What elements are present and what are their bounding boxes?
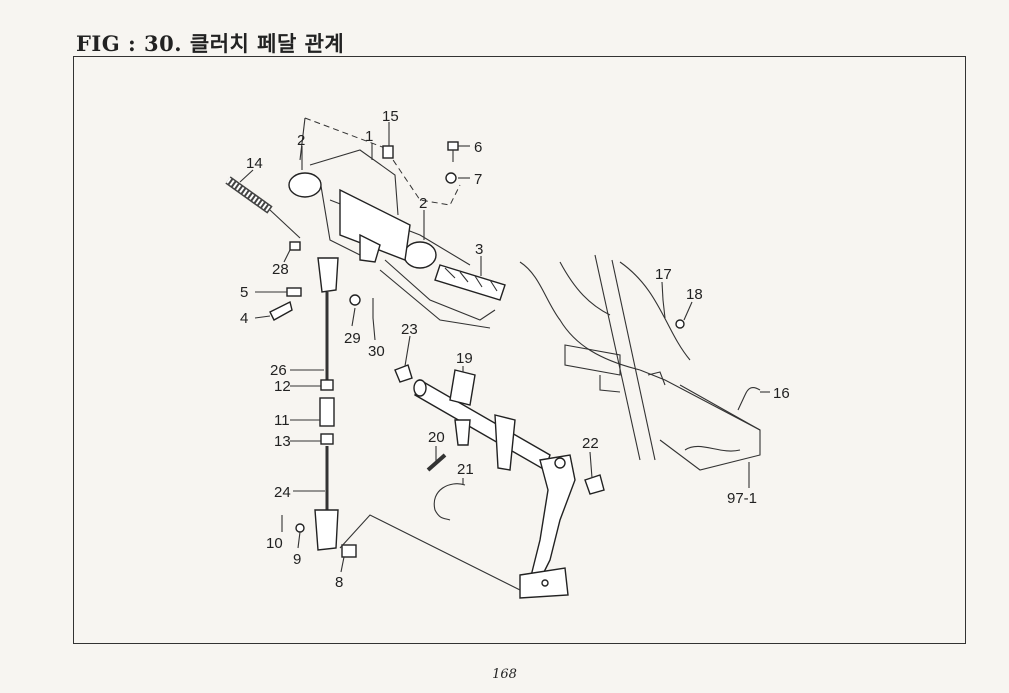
callout-17: 17 [655,266,672,283]
nut-7 [445,172,457,184]
grease-nipple-15 [382,145,394,159]
bushing-left [288,172,322,198]
bolt-6 [447,141,459,162]
pedal-shaft-assembly [288,117,496,329]
callout-20: 20 [428,429,445,446]
leader-lines [239,122,770,573]
callout-10: 10 [266,535,283,552]
pedal-link-line [339,514,521,591]
bolt-22 [584,474,605,495]
callout-7: 7 [474,171,482,188]
clutch-pedal-arm [519,454,576,599]
page-number: 168 [492,667,517,682]
bushing-right [403,241,437,269]
spring-14 [225,176,301,239]
callout-24: 24 [274,484,291,501]
spring-16 [737,386,761,411]
chassis-frame [519,254,761,471]
callout-11: 11 [274,412,290,429]
pin-20 [426,453,447,472]
callout-12: 12 [274,378,291,395]
callout-16: 16 [773,385,790,402]
diagram-frame [73,56,966,644]
callout-22: 22 [582,435,599,452]
callout-3: 3 [475,241,483,258]
callout-26: 26 [270,362,287,379]
callout-18: 18 [686,286,703,303]
release-shaft-19 [394,364,551,472]
callout-8: 8 [335,574,343,591]
callout-19: 19 [456,350,473,367]
callout-28: 28 [272,261,289,278]
callout-15: 15 [382,108,399,125]
callout-2-lower: 2 [419,195,427,212]
cotter-pin-21 [433,483,466,521]
pedal-pad-3 [434,264,506,301]
callout-1: 1 [365,128,373,145]
washer-18 [675,319,685,329]
figure-title: FIG : 30. 클러치 페달 관계 [76,31,345,56]
callout-2-upper: 2 [297,132,305,149]
callout-97-1: 97-1 [727,490,757,507]
callout-29: 29 [344,330,361,347]
callout-4: 4 [240,310,248,327]
callout-5: 5 [240,284,248,301]
callout-9: 9 [293,551,301,568]
callout-23: 23 [401,321,418,338]
callout-21: 21 [457,461,474,478]
callout-14: 14 [246,155,263,172]
callout-13: 13 [274,433,291,450]
pin-17 [662,299,666,319]
callout-30: 30 [368,343,385,360]
clutch-rod-assembly [269,241,374,558]
callout-6: 6 [474,139,482,156]
